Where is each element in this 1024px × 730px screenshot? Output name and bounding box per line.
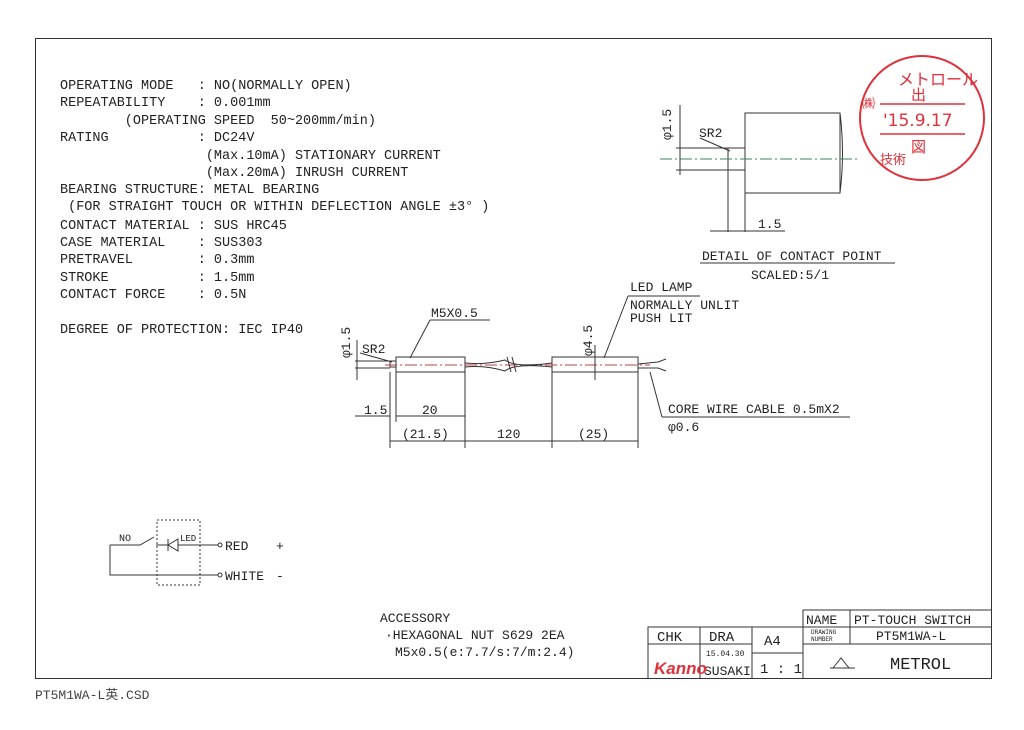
name-label: NAME [806,613,837,628]
draw-date: 15.04.30 [706,650,745,659]
contact-detail-view: φ1.5 SR2 1.5 DETAIL OF CONTACT POINT SCA… [660,105,895,283]
minus-label: - [276,569,284,584]
cable-dia-label: φ0.6 [668,420,699,435]
stamp-left: ㈱ [862,97,875,112]
stamp-date: '15.9.17 [883,111,953,131]
detail-sr-label: SR2 [699,126,722,141]
stamp-bottom: 図 [911,138,926,156]
red-label: RED [225,539,249,554]
thread-label: M5X0.5 [431,306,478,321]
drawing-number-label: NUMBER [811,636,833,643]
stamp-company: メトロール [898,70,978,89]
spec-line: STROKE : 1.5mm [60,271,255,286]
dim-total: (21.5) [402,427,449,442]
sheet-size: A4 [764,634,781,650]
spec-line: PRETRAVEL : 0.3mm [60,253,255,268]
spec-line: CONTACT FORCE : 0.5N [60,288,247,303]
drawing-number-label: DRAWING [811,629,837,636]
spec-line: BEARING STRUCTURE: METAL BEARING [60,183,320,198]
title-block: CHK DRA A4 15.04.30 SUSAKI Kanno 1 : 1 N… [647,609,992,679]
dim-cable: 120 [497,427,520,442]
circuit-diagram: NO LED RED + WHITE - [109,519,284,586]
dim-body: 20 [422,403,438,418]
plus-label: + [276,539,284,554]
white-label: WHITE [225,569,264,584]
led-lamp-label: LED LAMP [630,280,693,295]
company-logo-icon [830,657,855,669]
no-label: NO [119,534,131,545]
spec-line: REPEATABILITY : 0.001mm [60,96,271,111]
led-note-2: PUSH LIT [630,311,693,326]
spec-line: (Max.20mA) INRUSH CURRENT [60,166,409,181]
company-name: METROL [890,656,951,675]
scale-value: 1 : 1 [760,662,802,678]
cable-label: CORE WIRE CABLE 0.5mX2 [668,402,840,417]
drafter-name: SUSAKI [704,664,751,679]
dim-led: (25) [578,427,609,442]
file-name: PT5M1WA-L英.CSD [35,688,150,703]
chk-label: CHK [657,630,683,646]
switch-main-view: M5X0.5 φ1.5 SR2 LED LAMP NORMALLY UNLIT … [339,280,850,448]
stamp-dept: 技術 [880,153,906,168]
drawing-frame [35,38,992,679]
spec-line: (FOR STRAIGHT TOUCH OR WITHIN DEFLECTION… [60,200,490,215]
spec-line: RATING : DC24V [60,131,255,146]
checker-signature: Kanno [654,659,707,678]
detail-len-label: 1.5 [758,217,781,232]
drawing-number: PT5M1WA-L [876,629,946,644]
tip-dia-label: φ1.5 [339,327,354,358]
body-dia-label: φ4.5 [581,325,596,356]
spec-line: (OPERATING SPEED 50~200mm/min) [60,114,376,129]
accessory-line-2: M5x0.5(e:7.7/s:7/m:2.4) [395,645,574,660]
protection-line: DEGREE OF PROTECTION: IEC IP40 [60,323,304,338]
dra-label: DRA [709,630,735,646]
detail-dia-label: φ1.5 [660,109,675,140]
spec-line: CASE MATERIAL : SUS303 [60,236,263,251]
led-label: LED [180,534,196,544]
accessory-title: ACCESSORY [380,611,450,626]
stamp-mid: 出 [911,86,926,104]
approval-stamp: メトロール 出 '15.9.17 図 ㈱ 技術 [859,55,985,181]
spec-line: (Max.10mA) STATIONARY CURRENT [60,149,441,164]
part-name: PT-TOUCH SWITCH [854,613,971,628]
accessory-line-1: ·HEXAGONAL NUT S629 2EA [385,628,565,643]
spec-line: OPERATING MODE : NO(NORMALLY OPEN) [60,79,352,94]
spec-line: CONTACT MATERIAL : SUS HRC45 [60,219,287,234]
dim-tip: 1.5 [364,403,387,418]
sr-label: SR2 [362,342,385,357]
led-note-1: NORMALLY UNLIT [630,298,739,313]
detail-scale: SCALED:5/1 [751,268,829,283]
detail-title: DETAIL OF CONTACT POINT [702,249,882,264]
